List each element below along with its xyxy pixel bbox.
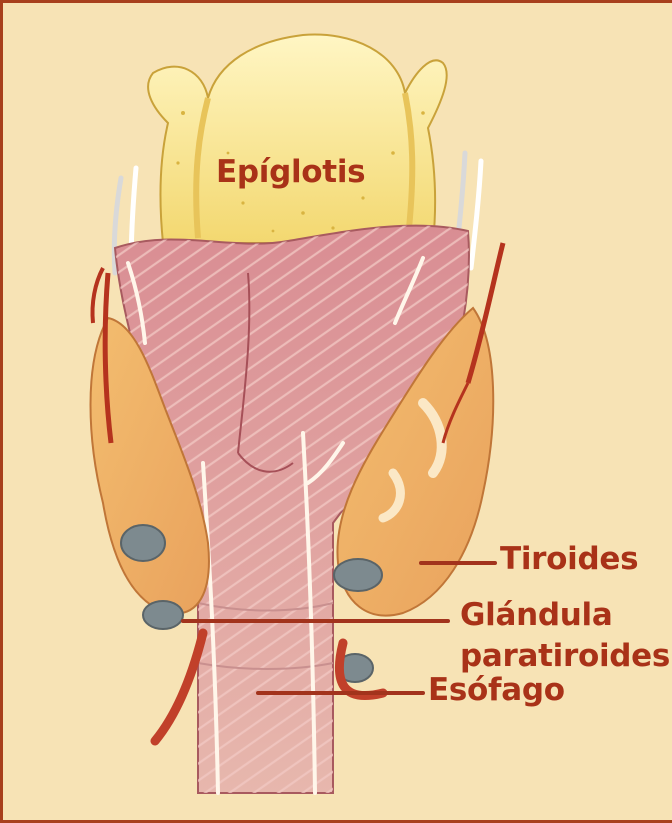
label-thyroid: Tiroides — [500, 544, 638, 575]
throat-anatomy-illustration — [3, 3, 672, 823]
label-parathyroid-line2: paratiroides — [460, 641, 670, 672]
epiglottis-shape — [148, 35, 447, 243]
label-epiglottis: Epíglotis — [216, 157, 365, 188]
label-esophagus: Esófago — [428, 675, 565, 706]
label-parathyroid-line1: Glándula — [460, 600, 612, 631]
